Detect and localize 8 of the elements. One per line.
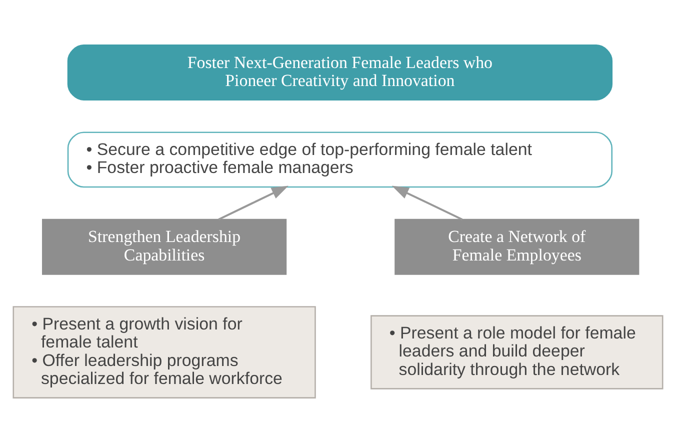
node-box: Create a Network of Female Employees: [394, 218, 640, 275]
node-box: • Present a growth vision for female talent • Offer leadership programs specialized for female workforce: [12, 306, 316, 398]
arrow: [218, 186, 288, 220]
node-box: • Secure a competitive edge of top-performing female talent • Foster proactive female managers: [67, 132, 613, 188]
node-box: Strengthen Leadership Capabilities: [42, 218, 287, 275]
node-box: • Present a role model for female leaders and build deeper solidarity through the network: [370, 315, 664, 390]
arrow: [392, 186, 463, 220]
node-box: Foster Next-Generation Female Leaders who Pioneer Creativity and Innovation: [67, 44, 613, 100]
